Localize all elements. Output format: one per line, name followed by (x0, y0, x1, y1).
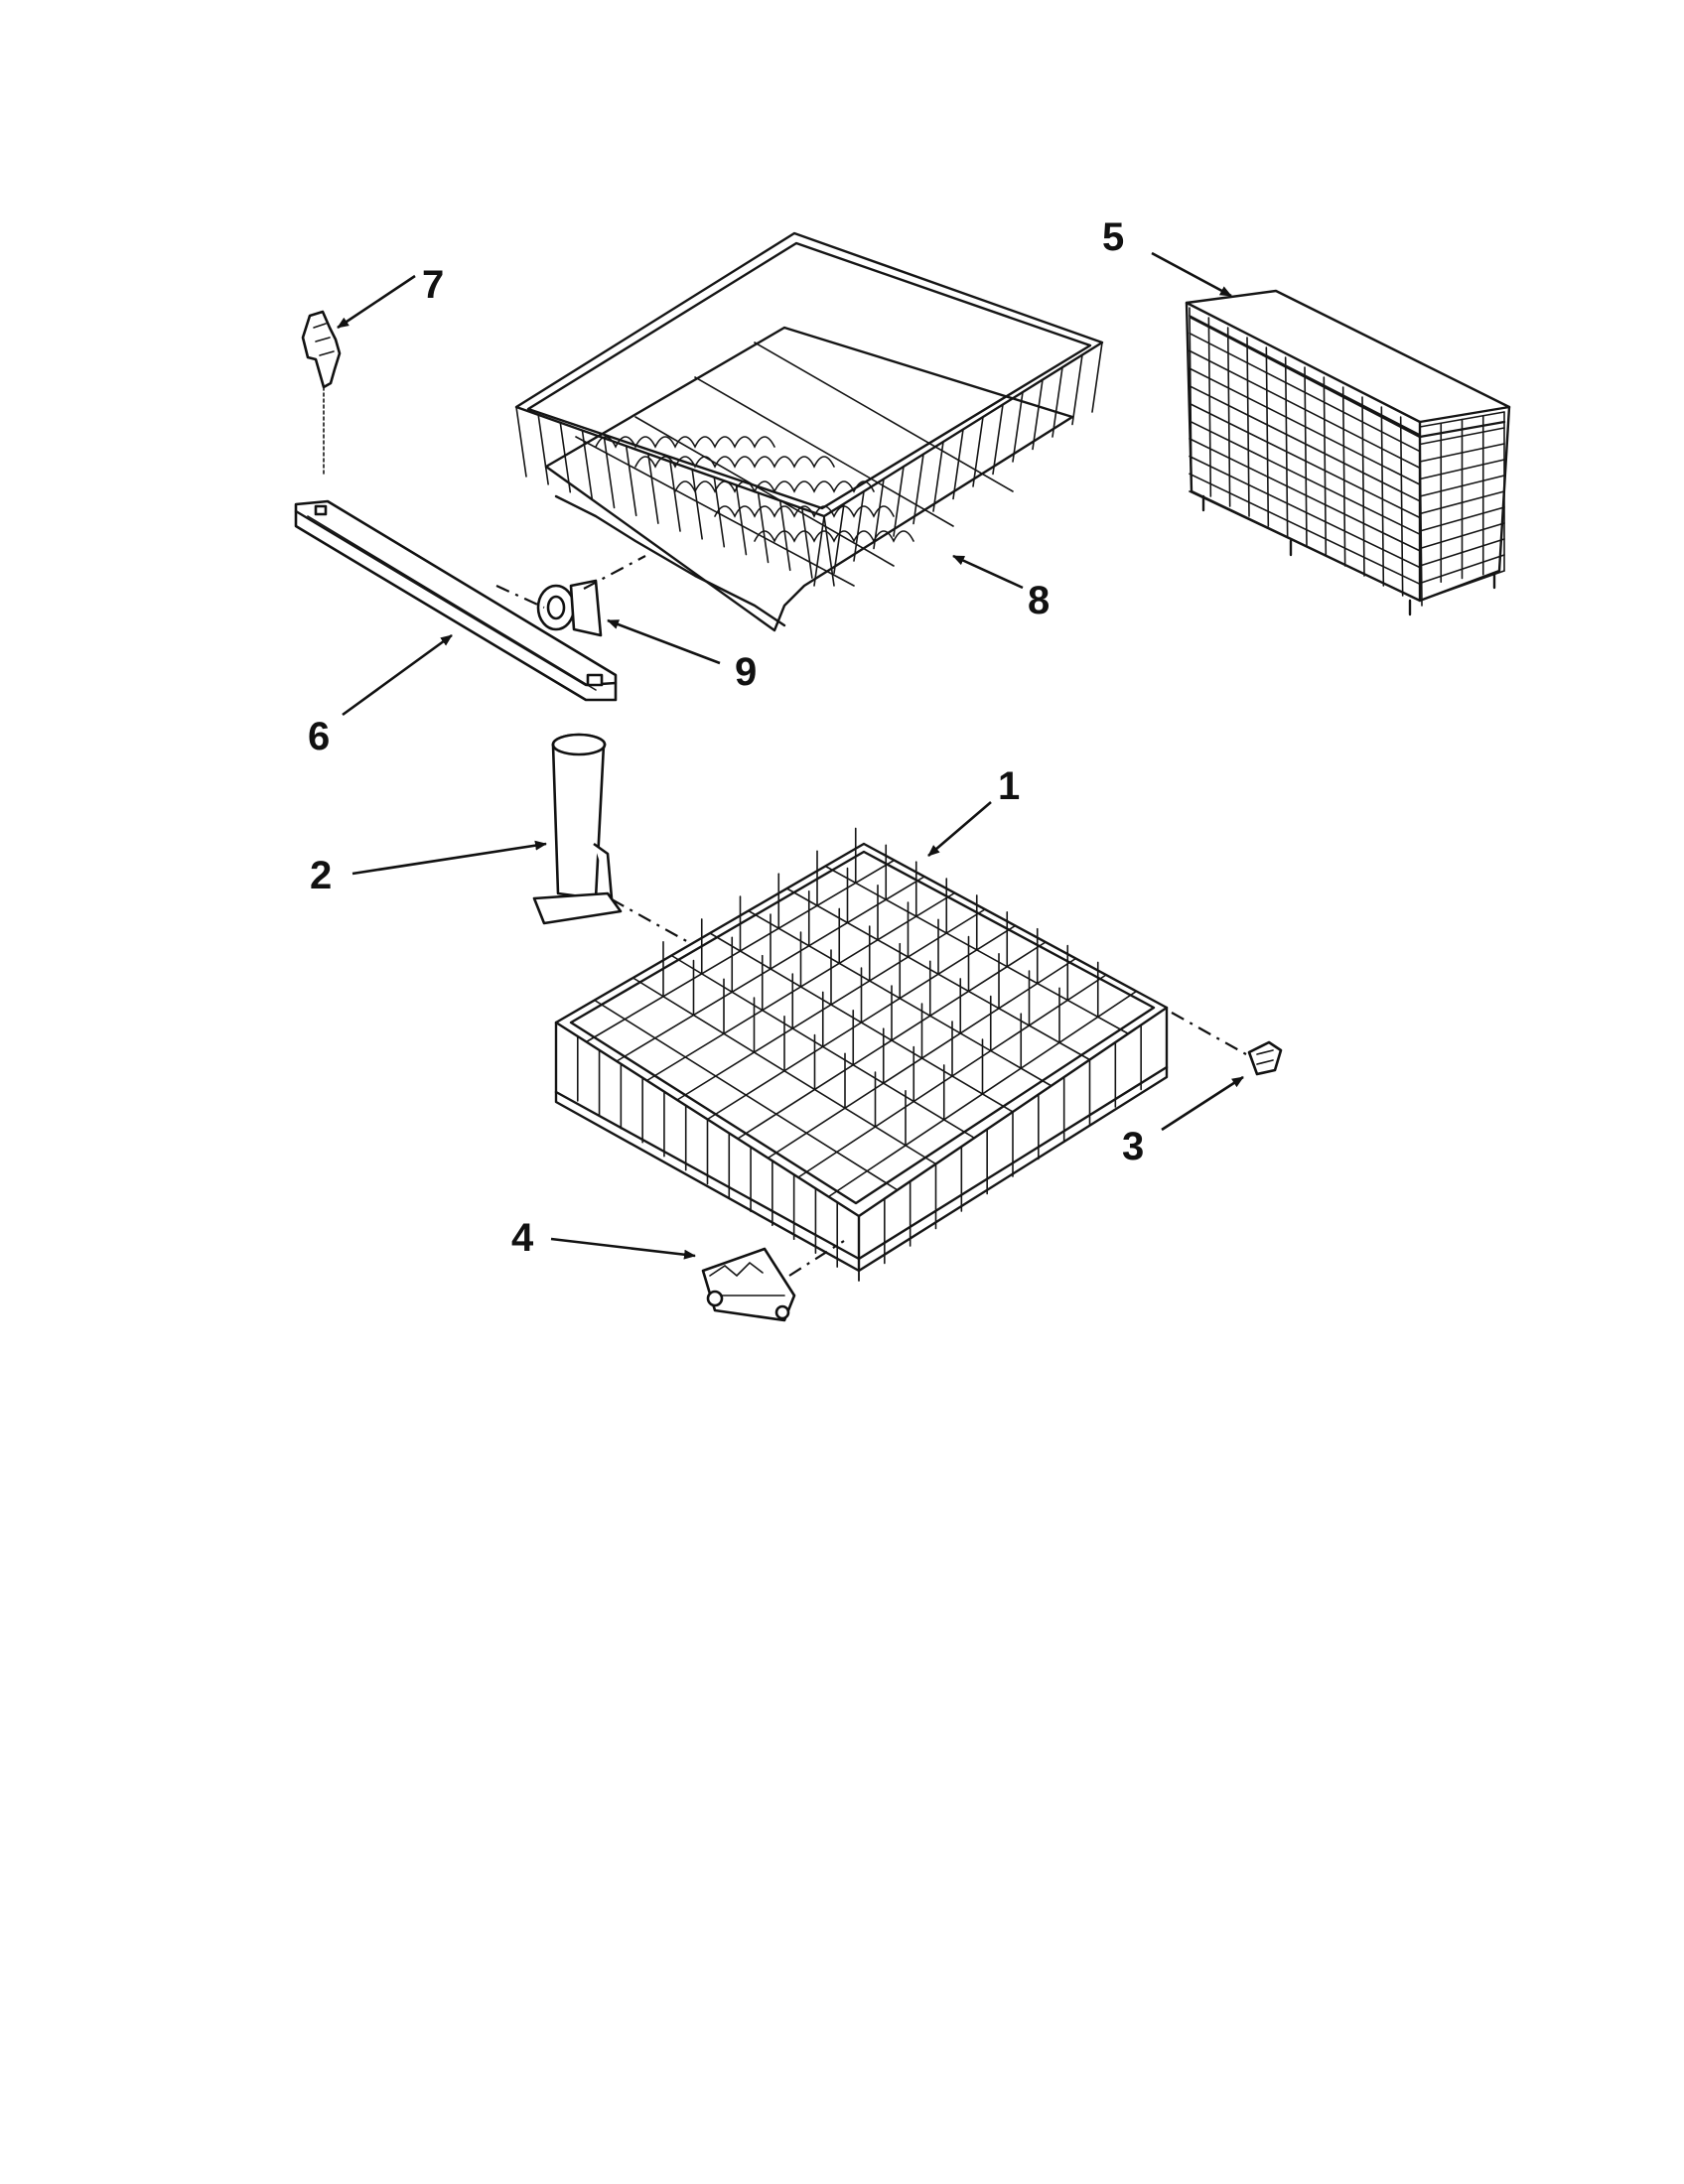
callout-7: 7 (422, 263, 444, 307)
assembly-line-cap-to-rack (1171, 1012, 1247, 1055)
assembly-line-tube-to-rack (611, 898, 691, 944)
rack-stop-cap (1247, 1040, 1283, 1076)
leader-1 (927, 801, 992, 857)
leader-4 (550, 1237, 696, 1260)
leader-3 (1161, 1075, 1244, 1132)
callout-6: 6 (308, 715, 330, 758)
leader-9 (607, 618, 721, 665)
leader-6 (342, 633, 453, 717)
callout-4: 4 (511, 1216, 534, 1260)
lower-rack (554, 827, 1169, 1282)
rack-wheel (536, 579, 603, 637)
silverware-basket (1185, 289, 1511, 616)
callout-2: 2 (310, 854, 332, 897)
leader-7 (337, 274, 416, 330)
track-stop-clip (301, 310, 342, 478)
assembly-line-wheel-to-rail (495, 585, 545, 609)
wash-tube (532, 733, 623, 925)
callout-5: 5 (1102, 215, 1124, 259)
track-rail (294, 499, 618, 702)
leader-2 (351, 840, 547, 876)
callout-1: 1 (998, 764, 1020, 808)
roller-bracket (701, 1247, 796, 1322)
callout-3: 3 (1122, 1125, 1144, 1168)
callout-9: 9 (735, 650, 757, 694)
leader-8 (952, 554, 1024, 590)
assembly-line-wheel-to-rack (583, 555, 646, 590)
callout-8: 8 (1028, 579, 1050, 622)
upper-rack (514, 231, 1104, 632)
leader-5 (1151, 251, 1232, 298)
assembly-line-bracket-to-rack (788, 1240, 845, 1277)
